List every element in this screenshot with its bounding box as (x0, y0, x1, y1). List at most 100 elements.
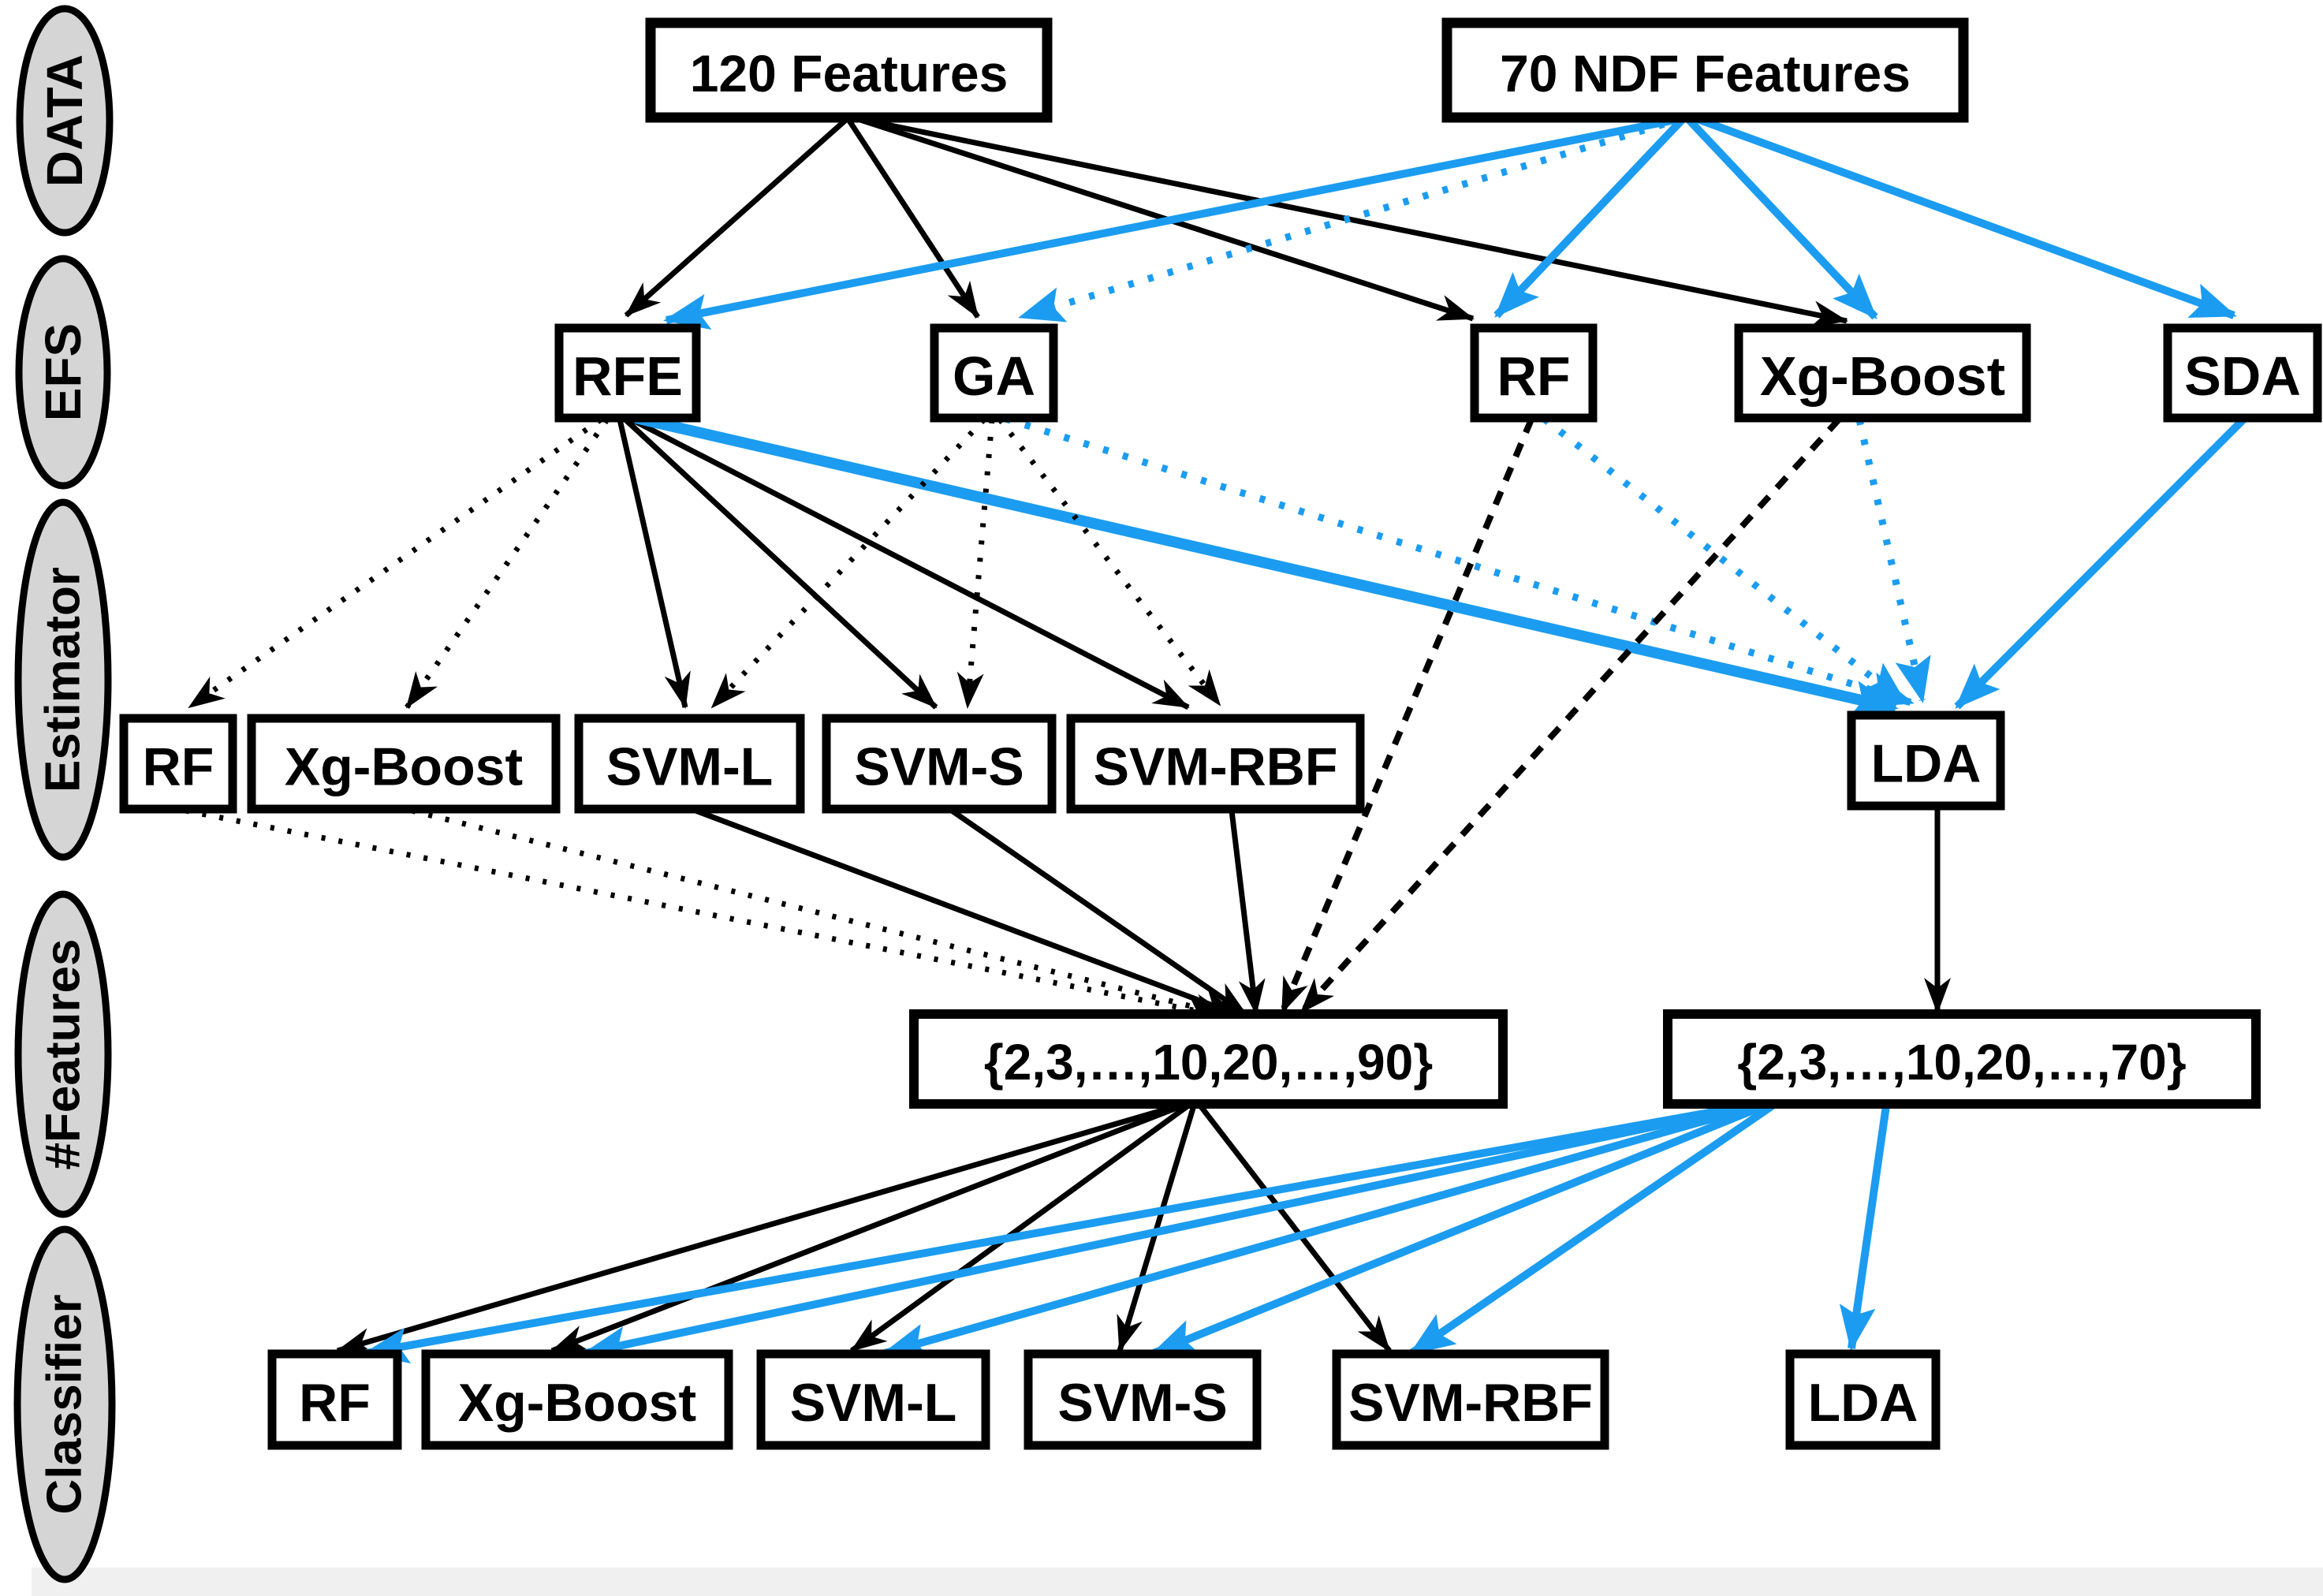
edge-efs_rfe-est_lda (634, 412, 1899, 717)
node-box-est_xgboost (247, 714, 561, 814)
edge-nf90-clf_svml (849, 1103, 1191, 1353)
node-box-clf_lda (1785, 1349, 1941, 1450)
node-clf_svmrbf: SVM-RBF (1332, 1349, 1609, 1450)
node-box-est_svms (822, 714, 1057, 814)
node-label-est_rf: RF (143, 737, 214, 797)
edge-nf70-clf_lda (1839, 1105, 1890, 1352)
edge-efs_ga-est_svml (710, 417, 986, 710)
edge-nf70-clf_xgboost (582, 1102, 1754, 1363)
node-box-nf70 (1663, 1009, 2261, 1109)
row-ellipse-efs (15, 255, 111, 490)
node-nf90: {2,3,…,10,20,…,90} (909, 1009, 1508, 1109)
edge-efs_rf-est_lda (1542, 416, 1908, 707)
edge-efs_rfe-est_rf (187, 417, 603, 710)
row-ellipse-classifier (13, 1225, 116, 1583)
node-label-clf_svms: SVM-S (1057, 1373, 1227, 1433)
node-box-clf_svms (1024, 1349, 1262, 1450)
edge-feat70-efs_rf (1493, 115, 1687, 319)
node-label-est_svms: SVM-S (854, 737, 1024, 797)
node-label-clf_rf: RF (299, 1373, 371, 1433)
node-label-clf_xgboost: Xg-Boost (458, 1373, 696, 1433)
node-label-efs_rfe: RFE (572, 345, 683, 407)
node-label-feat70: 70 NDF Features (1500, 44, 1911, 103)
row-label-text-efs: EFS (35, 323, 91, 421)
node-box-efs_ga (930, 323, 1058, 423)
node-clf_xgboost: Xg-Boost (421, 1349, 733, 1450)
edge-feat70-efs_xgboost (1684, 115, 1878, 320)
row-label-efs: EFS (15, 255, 111, 490)
footer-strip (32, 1568, 2323, 1596)
row-label-text-classifier: Classifier (38, 1294, 92, 1514)
row-ellipse-estimator (14, 498, 112, 861)
node-nf70: {2,3,…,10,20,…,70} (1663, 1009, 2261, 1109)
edge-est_svms-nf90 (950, 808, 1247, 1016)
node-box-efs_sda (2163, 323, 2322, 423)
edge-efs_rfe-est_svmrbf (630, 416, 1190, 710)
edge-nf90-clf_svmrbf (1198, 1103, 1392, 1353)
edge-est_svmrbf-nf90 (1229, 810, 1266, 1016)
node-label-efs_ga: GA (953, 345, 1035, 407)
node-box-feat120 (645, 17, 1053, 123)
node-box-clf_svml (756, 1349, 990, 1450)
edge-efs_sda-est_lda (1954, 416, 2247, 710)
edge-feat120-efs_ga (845, 117, 980, 319)
edge-feat120-efs_rfe (624, 116, 850, 318)
edge-efs_ga-est_lda (1004, 415, 1915, 707)
node-feat70: 70 NDF Features (1441, 17, 1969, 123)
edge-efs_xgboost-nf90 (1299, 417, 1841, 1015)
node-est_lda: LDA (1847, 710, 2005, 811)
node-efs_xgboost: Xg-Boost (1734, 323, 2031, 423)
node-box-nf90 (909, 1009, 1508, 1109)
node-label-feat120: 120 Features (690, 44, 1009, 103)
row-label-text-estimator: Estimator (36, 567, 91, 792)
edge-nf70-clf_rf (363, 1102, 1750, 1364)
node-label-clf_svmrbf: SVM-RBF (1348, 1373, 1593, 1433)
node-label-efs_rf: RF (1497, 345, 1570, 407)
node-est_rf: RF (119, 714, 237, 814)
node-box-est_svml (574, 714, 805, 814)
edge-est_rf-nf90 (185, 807, 1222, 1023)
node-est_svmrbf: SVM-RBF (1066, 714, 1365, 814)
node-label-efs_sda: SDA (2184, 345, 2301, 407)
node-clf_svml: SVM-L (756, 1349, 990, 1450)
node-efs_ga: GA (930, 323, 1058, 423)
node-efs_rfe: RFE (554, 323, 701, 423)
node-label-nf90: {2,3,…,10,20,…,90} (984, 1034, 1433, 1091)
edge-efs_rfe-est_svml (617, 419, 691, 709)
edge-efs_rf-nf90 (1279, 418, 1534, 1014)
row-label-classifier: Classifier (13, 1225, 116, 1583)
row-label-text-features: #Features (36, 939, 91, 1170)
node-efs_rf: RF (1470, 323, 1598, 423)
node-clf_rf: RF (267, 1349, 402, 1450)
node-label-nf70: {2,3,…,10,20,…,70} (1737, 1034, 2186, 1091)
node-label-est_svmrbf: SVM-RBF (1094, 737, 1338, 797)
edge-feat70-efs_rfe (663, 114, 1684, 330)
edge-nf90-clf_xgboost (550, 1102, 1184, 1354)
edge-efs_xgboost-est_lda (1855, 419, 1931, 703)
node-clf_svms: SVM-S (1024, 1349, 1262, 1450)
node-est_xgboost: Xg-Boost (247, 714, 561, 814)
node-box-est_svmrbf (1066, 714, 1365, 814)
edge-est_xgboost-nf90 (411, 807, 1230, 1020)
node-label-est_xgboost: Xg-Boost (285, 737, 523, 797)
node-feat120: 120 Features (645, 17, 1053, 123)
node-clf_lda: LDA (1785, 1349, 1941, 1450)
node-est_svms: SVM-S (822, 714, 1057, 814)
node-label-clf_lda: LDA (1808, 1373, 1918, 1433)
row-label-data: DATA (16, 5, 114, 237)
edge-feat70-efs_ga (1018, 114, 1685, 323)
row-ellipse-features (14, 890, 112, 1218)
edge-efs_rfe-est_svms (623, 417, 938, 710)
edge-est_svml-nf90 (694, 807, 1237, 1017)
node-box-est_lda (1847, 710, 2005, 811)
row-ellipse-data (16, 5, 114, 237)
node-label-efs_xgboost: Xg-Boost (1760, 345, 2005, 407)
node-box-efs_rf (1470, 323, 1598, 423)
node-label-est_lda: LDA (1871, 734, 1982, 794)
node-est_svml: SVM-L (574, 714, 805, 814)
edge-nf70-clf_svms (1150, 1102, 1766, 1357)
row-label-features: #Features (14, 890, 112, 1218)
node-box-feat70 (1441, 17, 1969, 123)
node-box-clf_rf (267, 1349, 402, 1450)
